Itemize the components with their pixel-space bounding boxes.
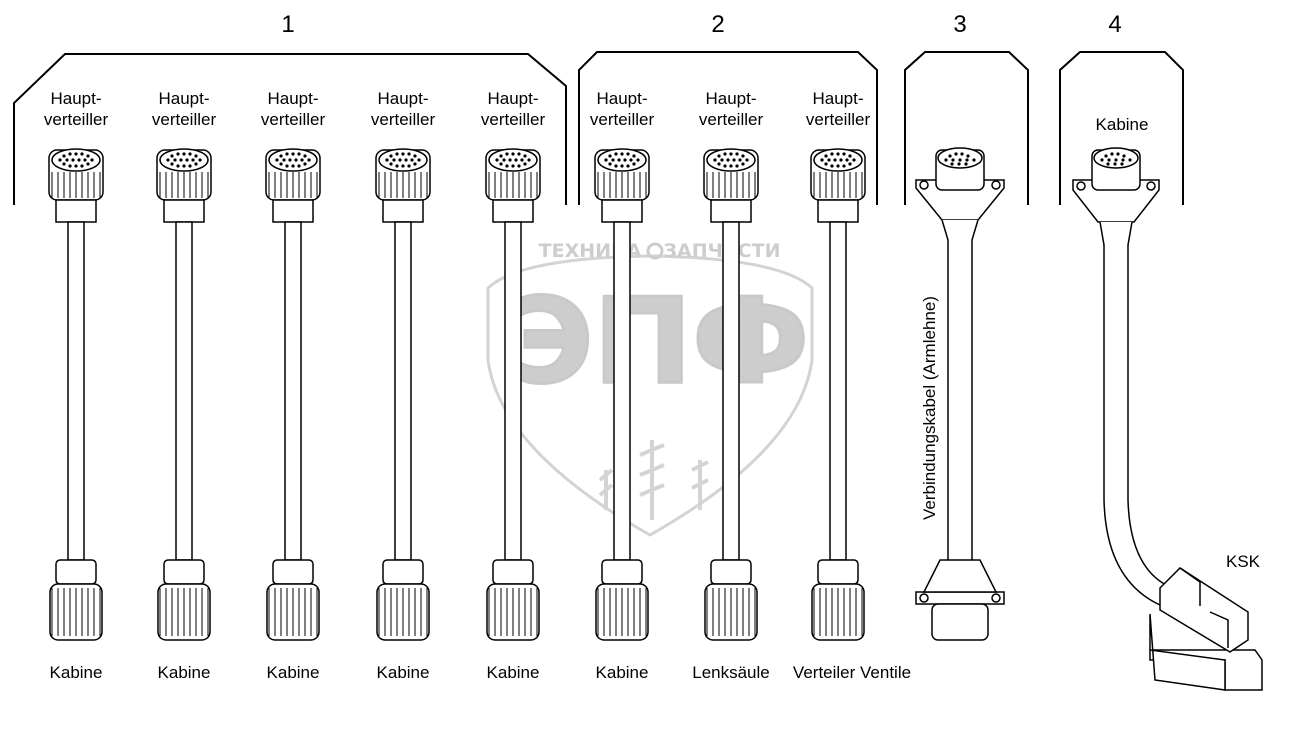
cable-bottom-label: Kabine [596,663,649,682]
cable-hose [67,221,85,561]
connector-pins [275,152,311,168]
cable-bottom-label: Kabine [267,663,320,682]
cable-hose [504,221,522,561]
cable-top-label-line2: verteiller [806,110,871,129]
bracket-1 [13,53,567,205]
cable-3 [915,147,1005,641]
group-number-3: 3 [953,11,966,38]
cable-collar-bottom [601,559,643,585]
cable-top-label-line1: Haupt- [812,89,863,108]
cable-4-bottom-label: KSK [1226,552,1261,571]
cable-collar-bottom [272,559,314,585]
cable-bottom-label: Kabine [487,663,540,682]
cable-top-label-line1: Haupt- [596,89,647,108]
cable-top-label-line1: Haupt- [377,89,428,108]
connector-pins [385,152,421,168]
group-number-4: 4 [1108,11,1121,38]
cable-4 [1072,147,1263,691]
cable-collar-bottom [817,559,859,585]
cable-4-flange [1072,179,1160,223]
cable-top-label-line2: verteiller [481,110,546,129]
watermark-text-right: ЗАПЧАСТИ [664,240,781,262]
bracket-3 [904,51,1029,205]
cable-collar-top [55,199,97,223]
cable-collar-top [492,199,534,223]
cable-collar-top [163,199,205,223]
cable-collar-top [710,199,752,223]
cable-4-hose [1099,221,1174,606]
cable-top-label-line2: verteiller [152,110,217,129]
cable-hose [613,221,631,561]
cable-bottom-label: Verteiler Ventile [793,663,911,682]
cable-collar-bottom [382,559,424,585]
cable-collar-bottom [710,559,752,585]
group-brackets [13,51,1184,205]
cable-bottom-label: Lenksäule [692,663,770,682]
watermark-shield [486,254,814,537]
cable-top-label-line2: verteiller [590,110,655,129]
cable-collar-top [601,199,643,223]
watermark-main: ЭПФ [507,272,809,410]
cable-top-label-line2: verteiller [261,110,326,129]
cable-top-label-line1: Haupt- [50,89,101,108]
cable-4-top-label: Kabine [1096,115,1149,134]
cable-top-label-line1: Haupt- [267,89,318,108]
ksk-connector [1159,567,1249,653]
cable-collar-top [382,199,424,223]
cable-collar-top [817,199,859,223]
cable-bottom-label: Kabine [158,663,211,682]
connector-pins [604,152,640,168]
cable-3-flange-bottom [915,591,1005,605]
cable-top-label-line2: verteiller [371,110,436,129]
cable-top-label-line1: Haupt- [487,89,538,108]
cable-3-connector-bottom [931,603,989,641]
bracket-4 [1059,51,1184,205]
cable-list: Haupt-verteillerKabineHaupt-verteillerKa… [44,89,911,682]
cable-3-label: Verbindungskabel (Armlehne) [920,296,939,520]
cable-4-pins [1100,152,1132,166]
group-number-2: 2 [711,11,724,38]
gear-icon [646,242,664,260]
cable-collar-bottom [492,559,534,585]
cable-hose [175,221,193,561]
cable-top-label-line1: Haupt- [158,89,209,108]
connector-pins [495,152,531,168]
cable-top-label-line1: Haupt- [705,89,756,108]
group-number-1: 1 [281,11,294,38]
cable-collar-bottom [55,559,97,585]
cable-bottom-label: Kabine [50,663,103,682]
connector-pins [713,152,749,168]
cable-collar-bottom [163,559,205,585]
cable-3-pins-top [944,152,976,166]
connector-pins [58,152,94,168]
cable-hose [829,221,847,561]
cable-top-label-line2: verteiller [699,110,764,129]
watermark: ТЕХНИКА ЗАПЧАСТИ ЭПФ [486,240,814,537]
cable-hose [284,221,302,561]
wheat-icon [598,440,709,520]
cable-top-label-line2: verteiller [44,110,109,129]
cable-hose [394,221,412,561]
cable-3-hose [940,219,980,581]
cable-hose [722,221,740,561]
connector-pins [166,152,202,168]
cable-bottom-label: Kabine [377,663,430,682]
bracket-2 [578,51,878,205]
connector-pins [820,152,856,168]
cable-collar-top [272,199,314,223]
